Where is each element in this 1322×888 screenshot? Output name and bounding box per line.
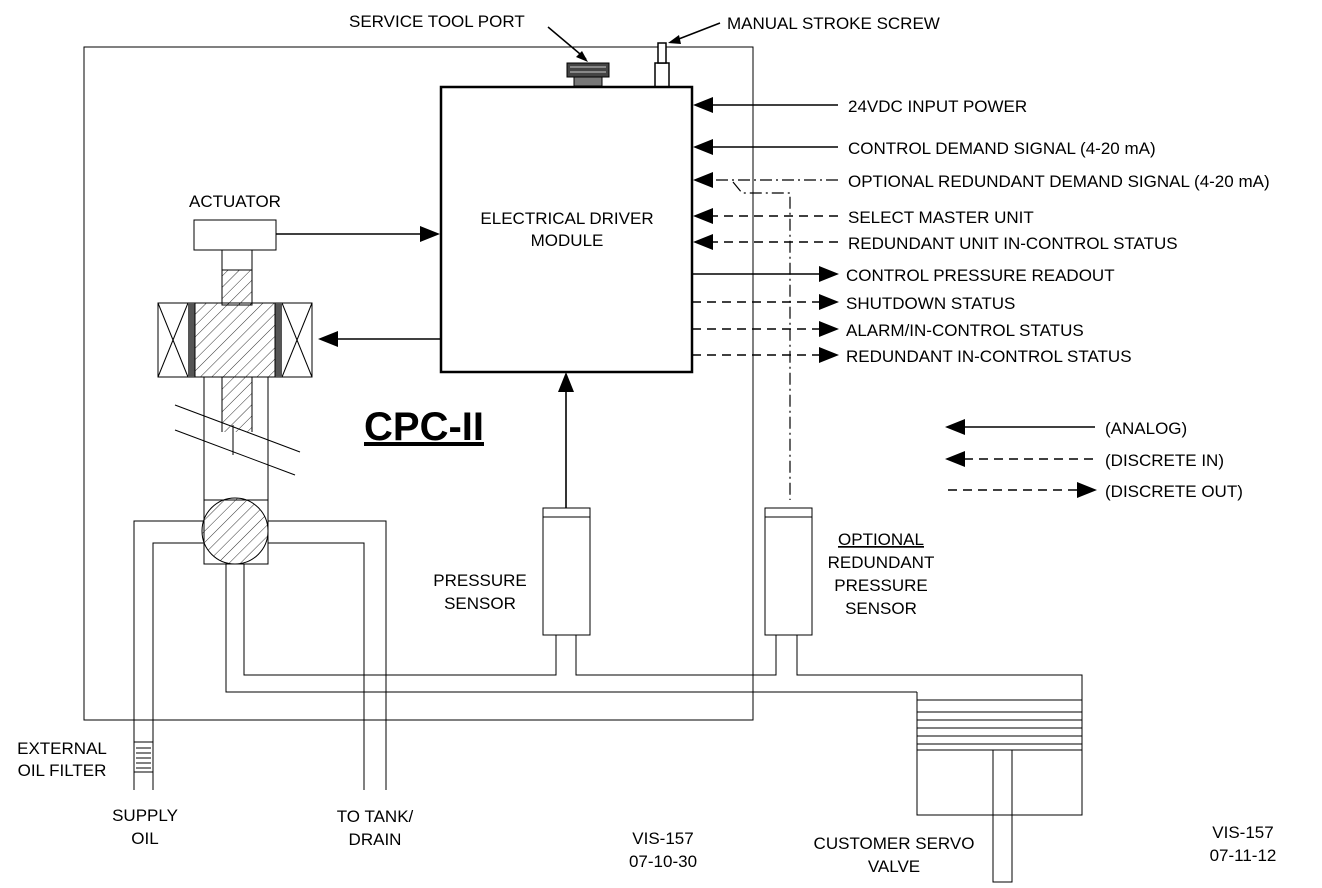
signal-label-redundant-unit-status: REDUNDANT UNIT IN-CONTROL STATUS [848, 234, 1178, 253]
signal-redundant-unit-status-line [693, 234, 838, 250]
customer-servo-valve [916, 699, 1083, 883]
pressure-sensor-label-line1: PRESSURE [433, 571, 527, 590]
legend-discrete-in-label: (DISCRETE IN) [1105, 451, 1224, 470]
vis-right-line1: VIS-157 [1212, 823, 1273, 842]
signal-label-alarm-status: ALARM/IN-CONTROL STATUS [846, 321, 1084, 340]
vis-right-line2: 07-11-12 [1210, 846, 1277, 865]
optional-sensor-label-line3: PRESSURE [834, 576, 928, 595]
vis-left-line1: VIS-157 [632, 829, 693, 848]
supply-oil-label-line1: SUPPLY [112, 806, 178, 825]
tank-drain-label-line2: DRAIN [349, 830, 402, 849]
legend-discrete-out-label: (DISCRETE OUT) [1105, 482, 1243, 501]
cpc-enclosure [83, 46, 754, 721]
spool-valve [201, 497, 269, 565]
signal-control-demand-line [693, 139, 838, 155]
servo-valve-label-line1: CUSTOMER SERVO [814, 834, 975, 853]
signal-optional-redundant-demand-line [693, 172, 838, 500]
vis-left-line2: 07-10-30 [629, 852, 697, 871]
external-filter-label-line1: EXTERNAL [17, 739, 107, 758]
cpc-title: CPC-II [364, 405, 484, 449]
optional-sensor-label-line2: REDUNDANT [828, 553, 935, 572]
manual-stroke-screw-icon [654, 42, 670, 88]
supply-oil-label-line2: OIL [131, 829, 158, 848]
edm-label-line1: ELECTRICAL DRIVER [480, 209, 653, 228]
signal-label-select-master: SELECT MASTER UNIT [848, 208, 1034, 227]
tank-drain-label-line1: TO TANK/ [337, 807, 414, 826]
signal-label-redundant-in-control: REDUNDANT IN-CONTROL STATUS [846, 347, 1132, 366]
service-tool-port-icon [566, 62, 610, 87]
edm-label-line2: MODULE [531, 231, 604, 250]
solenoid-assembly [157, 302, 313, 378]
optional-sensor-label-line1: OPTIONAL [838, 530, 924, 549]
actuator-block [193, 219, 277, 251]
electrical-driver-module [439, 85, 694, 374]
optional-sensor-label-line4: SENSOR [845, 599, 917, 618]
signal-redundant-in-control-line [692, 347, 839, 363]
optional-pressure-sensor [764, 507, 813, 636]
signal-select-master-line [693, 208, 838, 224]
signal-control-pressure-readout-line [692, 266, 839, 282]
service-tool-port-label: SERVICE TOOL PORT [349, 12, 525, 31]
signal-label-shutdown-status: SHUTDOWN STATUS [846, 294, 1015, 313]
pressure-sensor-label-line2: SENSOR [444, 594, 516, 613]
external-filter-label-line2: OIL FILTER [18, 761, 107, 780]
servo-valve-label-line2: VALVE [868, 857, 920, 876]
pressure-sensor [542, 507, 591, 636]
legend-analog-label: (ANALOG) [1105, 419, 1187, 438]
signal-label-optional-redundant-demand: OPTIONAL REDUNDANT DEMAND SIGNAL (4-20 m… [848, 172, 1270, 191]
signal-shutdown-status-line [692, 294, 839, 310]
manual-stroke-screw-label: MANUAL STROKE SCREW [727, 14, 940, 33]
signal-alarm-status-line [692, 321, 839, 337]
signal-label-24vdc: 24VDC INPUT POWER [848, 97, 1027, 116]
signal-label-control-pressure-readout: CONTROL PRESSURE READOUT [846, 266, 1115, 285]
external-oil-filter-icon [133, 741, 154, 773]
actuator-label: ACTUATOR [189, 192, 281, 211]
legend [945, 419, 1097, 498]
hydraulic-lines [133, 520, 1083, 790]
signal-label-control-demand: CONTROL DEMAND SIGNAL (4-20 mA) [848, 139, 1156, 158]
signal-24vdc-line [693, 97, 838, 113]
